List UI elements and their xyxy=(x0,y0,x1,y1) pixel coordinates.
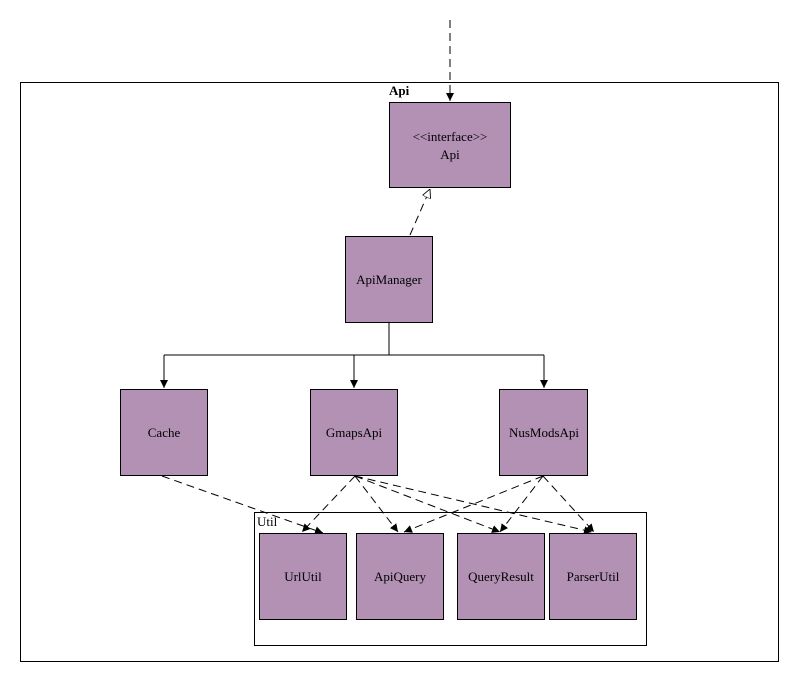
association-connectors xyxy=(160,323,548,388)
api-interface-node[interactable]: <<interface>> Api xyxy=(389,102,511,188)
dependency-gmaps-urlutil xyxy=(301,475,356,533)
nusmodsapi-node[interactable]: NusModsApi xyxy=(499,389,588,476)
urlutil-label: UrlUtil xyxy=(284,569,322,584)
dependency-gmaps-apiquery xyxy=(354,475,399,533)
gmapsapi-label: GmapsApi xyxy=(326,425,383,440)
dependency-cache-urlutil xyxy=(161,475,324,535)
util-package-label: Util xyxy=(257,514,278,529)
queryresult-label: QueryResult xyxy=(468,569,534,584)
dependency-nusmods-apiquery xyxy=(403,475,544,533)
apimanager-node[interactable]: ApiManager xyxy=(345,236,433,323)
api-package-label: Api xyxy=(389,83,410,98)
dependency-arrows xyxy=(161,475,595,535)
queryresult-node[interactable]: QueryResult xyxy=(457,533,545,620)
parserutil-label: ParserUtil xyxy=(567,569,620,584)
gmapsapi-node[interactable]: GmapsApi xyxy=(310,389,398,476)
dependency-nusmods-queryresult xyxy=(499,475,544,533)
api-interface-stereotype: <<interface>> xyxy=(413,129,488,144)
apimanager-label: ApiManager xyxy=(356,272,422,287)
api-package-frame xyxy=(20,82,779,662)
cache-label: Cache xyxy=(148,425,181,440)
parserutil-node[interactable]: ParserUtil xyxy=(549,533,637,620)
dependency-gmaps-parserutil xyxy=(354,475,593,535)
apiquery-label: ApiQuery xyxy=(374,569,426,584)
apiquery-node[interactable]: ApiQuery xyxy=(356,533,444,620)
realization-arrow xyxy=(409,189,430,236)
nusmodsapi-label: NusModsApi xyxy=(509,425,579,440)
api-interface-label: Api xyxy=(440,147,460,162)
dependency-gmaps-queryresult xyxy=(354,475,501,533)
cache-node[interactable]: Cache xyxy=(120,389,208,476)
util-package-frame xyxy=(254,512,647,646)
urlutil-node[interactable]: UrlUtil xyxy=(259,533,347,620)
dependency-nusmods-parserutil xyxy=(542,475,595,533)
